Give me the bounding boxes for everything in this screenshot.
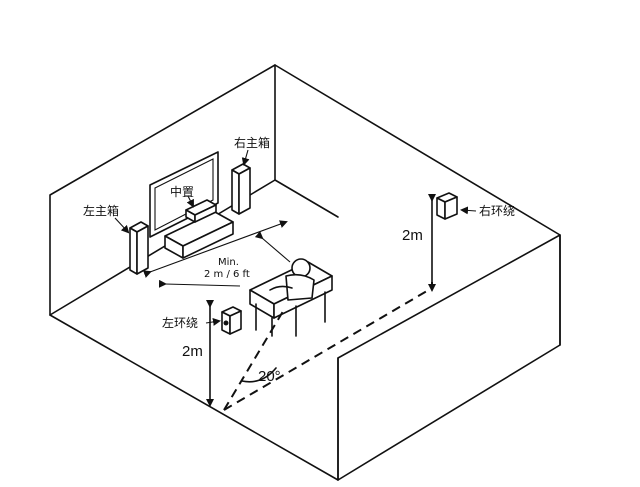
distance-arrows — [142, 220, 291, 288]
front-right-speaker — [231, 163, 251, 215]
front-left-speaker-label: 左主箱 — [83, 203, 119, 218]
height-label-right: 2m — [402, 227, 423, 244]
surround-left-speaker — [221, 306, 242, 335]
height-label-left: 2m — [182, 343, 203, 360]
person — [269, 258, 315, 301]
center-speaker-label: 中置 — [170, 184, 194, 199]
center-speaker — [185, 199, 217, 223]
surround-right-speaker — [436, 192, 458, 220]
surround-right-speaker-label: 右环绕 — [479, 203, 515, 218]
front-right-speaker-label: 右主箱 — [234, 135, 270, 150]
tv — [149, 151, 219, 238]
distance-label-line2: 2 m / 6 ft — [204, 269, 250, 280]
angle-label: 20° — [258, 368, 281, 385]
leader-lines — [114, 149, 477, 326]
front-left-speaker — [129, 221, 149, 275]
surround-left-speaker-label: 左环绕 — [162, 315, 198, 330]
angle-arc — [241, 367, 277, 383]
room-outline — [49, 64, 561, 481]
distance-label-line1: Min. — [218, 257, 239, 268]
